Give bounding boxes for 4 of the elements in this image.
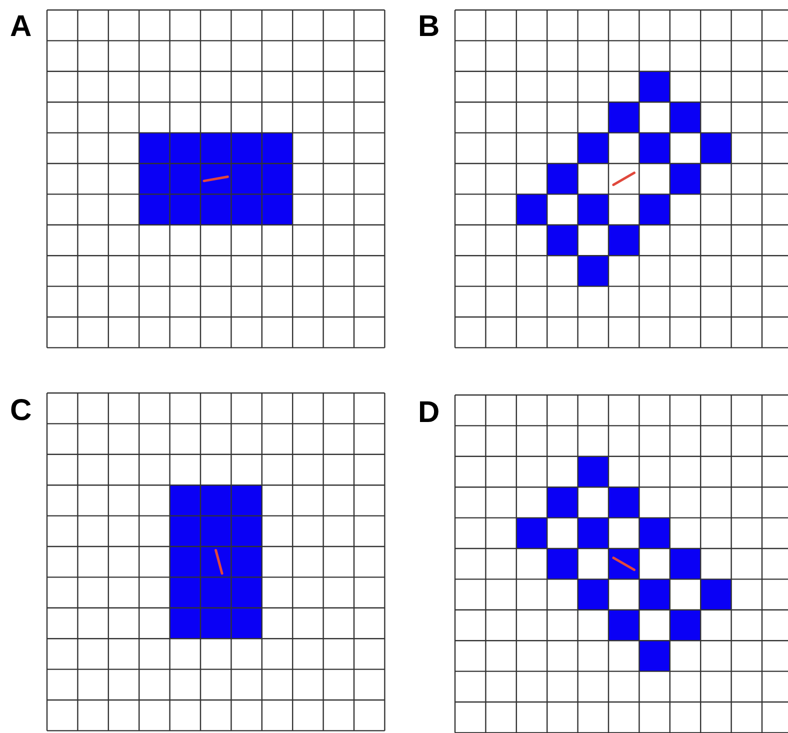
panel-label: A (10, 12, 32, 42)
panel-label: C (10, 396, 32, 426)
panel-label: D (418, 398, 440, 428)
panel-label: B (418, 12, 440, 42)
